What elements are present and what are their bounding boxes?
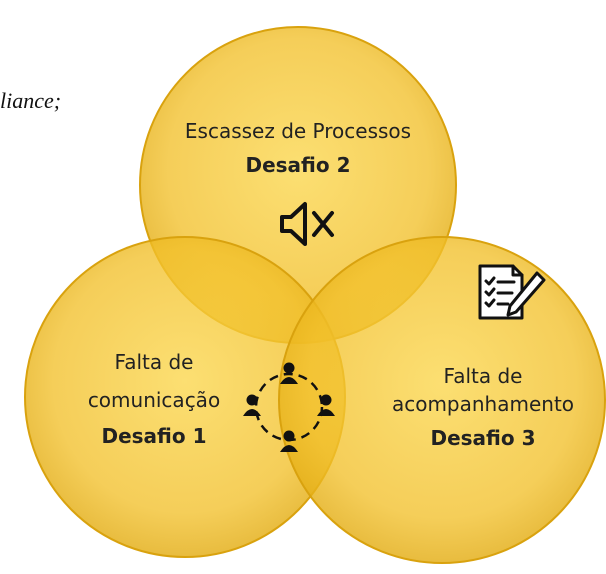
circle-top-label: Escassez de Processos Desafio 2 [178, 117, 418, 177]
circle-left-title-line2: comunicação [87, 388, 221, 412]
circle-left-title-line1: Falta de [114, 350, 194, 374]
circle-left-subtitle: Desafio 1 [101, 424, 207, 448]
checklist-document-icon [478, 264, 546, 320]
circle-top-subtitle: Desafio 2 [245, 153, 351, 177]
circle-right-title-line1: Falta de [443, 364, 523, 388]
mute-speaker-icon [280, 202, 334, 246]
circle-right-label: Falta de acompanhamento Desafio 3 [373, 362, 593, 450]
people-network-icon [243, 362, 335, 452]
circle-right-title-line2: acompanhamento [391, 392, 575, 416]
cut-off-text: liance; [0, 88, 62, 113]
circle-desafio-3 [278, 236, 606, 564]
circle-left-label: Falta de comunicação Desafio 1 [64, 348, 244, 448]
circle-right-subtitle: Desafio 3 [430, 426, 536, 450]
circle-top-title: Escassez de Processos [184, 119, 412, 143]
